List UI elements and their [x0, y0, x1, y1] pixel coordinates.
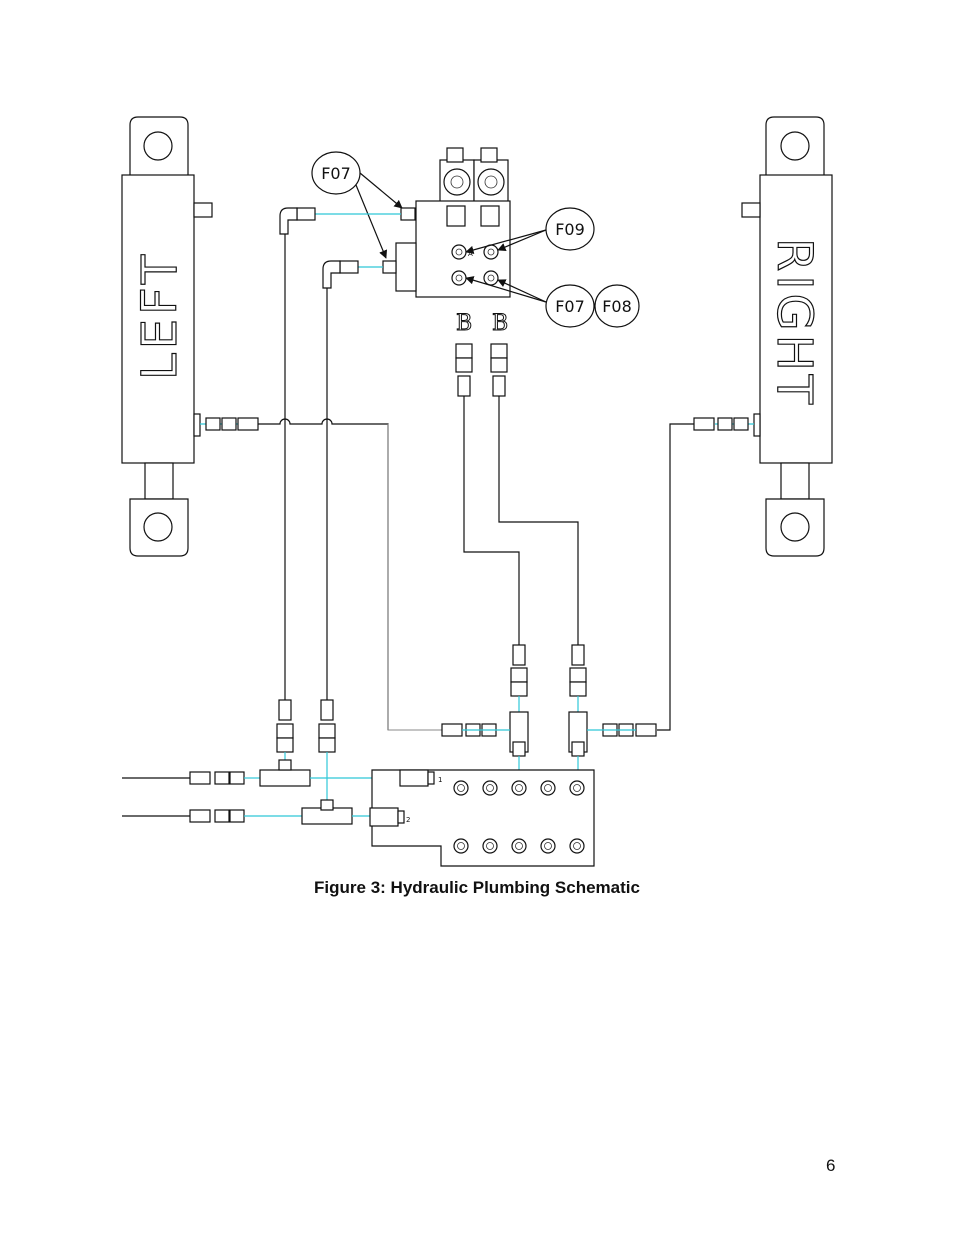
figure-caption: Figure 3: Hydraulic Plumbing Schematic: [314, 878, 640, 897]
callout-f07-bottom: F07: [465, 276, 595, 328]
manifold-outlet-ports-top: [453, 780, 585, 796]
valve-upper-hose: [279, 207, 401, 700]
inlet-line-upper: [122, 759, 400, 787]
svg-text:F07: F07: [321, 164, 351, 183]
left-cylinder-hose: [200, 417, 445, 731]
page-number: 6: [826, 1156, 836, 1175]
tee-fitting-right: [568, 711, 657, 770]
valve-port-b-right-label: B: [492, 311, 508, 336]
valve-lower-hose: [322, 260, 383, 700]
distribution-manifold: 1 2: [369, 769, 595, 867]
left-cylinder: LEFT: [121, 116, 213, 557]
b-port-hose-right: [490, 343, 587, 712]
callout-f08: F08: [594, 284, 640, 328]
callout-f07-top: F07: [311, 151, 403, 259]
manifold-outlet-ports-bottom: [453, 838, 585, 854]
inlet-line-lower: [122, 799, 370, 825]
riser-fittings-left: [276, 699, 336, 800]
svg-text:F09: F09: [555, 220, 585, 239]
control-valve-block: A: [382, 147, 511, 298]
manifold-port-2-label: 2: [406, 816, 410, 824]
tee-fitting-left: [441, 711, 529, 770]
b-port-hose-left: [455, 343, 528, 712]
right-cylinder-hose: [657, 417, 754, 731]
hydraulic-schematic: LEFT RIGHT A: [121, 116, 833, 867]
left-cylinder-label: LEFT: [132, 251, 188, 380]
right-cylinder: RIGHT: [741, 116, 833, 557]
callout-f09: F09: [465, 207, 595, 255]
svg-text:F08: F08: [602, 297, 632, 316]
right-cylinder-label: RIGHT: [766, 238, 822, 408]
svg-text:F07: F07: [555, 297, 585, 316]
valve-port-b-left-label: B: [456, 311, 472, 336]
manifold-port-1-label: 1: [438, 776, 442, 784]
